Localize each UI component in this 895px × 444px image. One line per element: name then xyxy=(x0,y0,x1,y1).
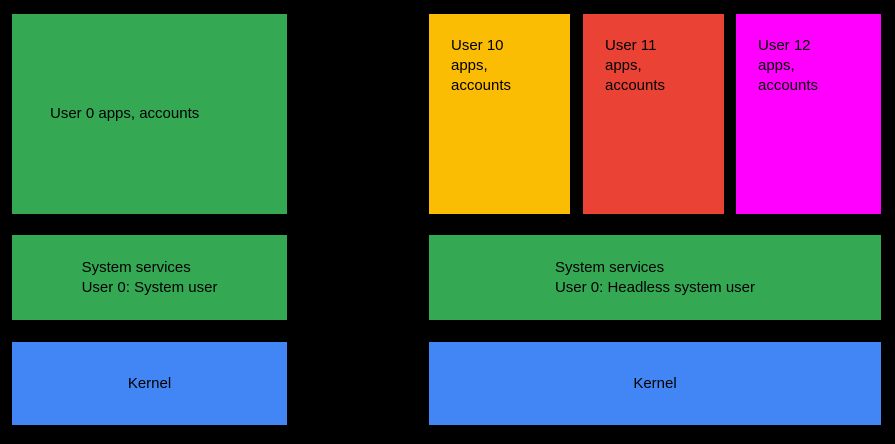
block-user0-apps-label: User 0 apps, accounts xyxy=(50,105,200,122)
block-kernel-left-label: Kernel xyxy=(127,374,172,392)
block-user11-apps: User 11 apps, accounts xyxy=(583,14,724,214)
block-kernel-right-label: Kernel xyxy=(633,374,677,392)
block-system-services-left-label: System services User 0: System user xyxy=(81,258,218,296)
block-system-services-left: System services User 0: System user xyxy=(12,235,287,320)
block-user12-apps-label: User 12 apps, accounts xyxy=(758,37,819,94)
block-user10-apps-label: User 10 apps, accounts xyxy=(451,37,512,94)
block-kernel-left: Kernel xyxy=(12,342,287,425)
block-system-services-right-label: System services User 0: Headless system … xyxy=(554,258,756,296)
block-system-services-right: System services User 0: Headless system … xyxy=(429,235,881,320)
block-kernel-right: Kernel xyxy=(429,342,881,425)
block-user11-apps-label: User 11 apps, accounts xyxy=(605,37,666,94)
block-user12-apps: User 12 apps, accounts xyxy=(736,14,881,214)
block-user0-apps: User 0 apps, accounts xyxy=(12,14,287,214)
block-user10-apps: User 10 apps, accounts xyxy=(429,14,570,214)
